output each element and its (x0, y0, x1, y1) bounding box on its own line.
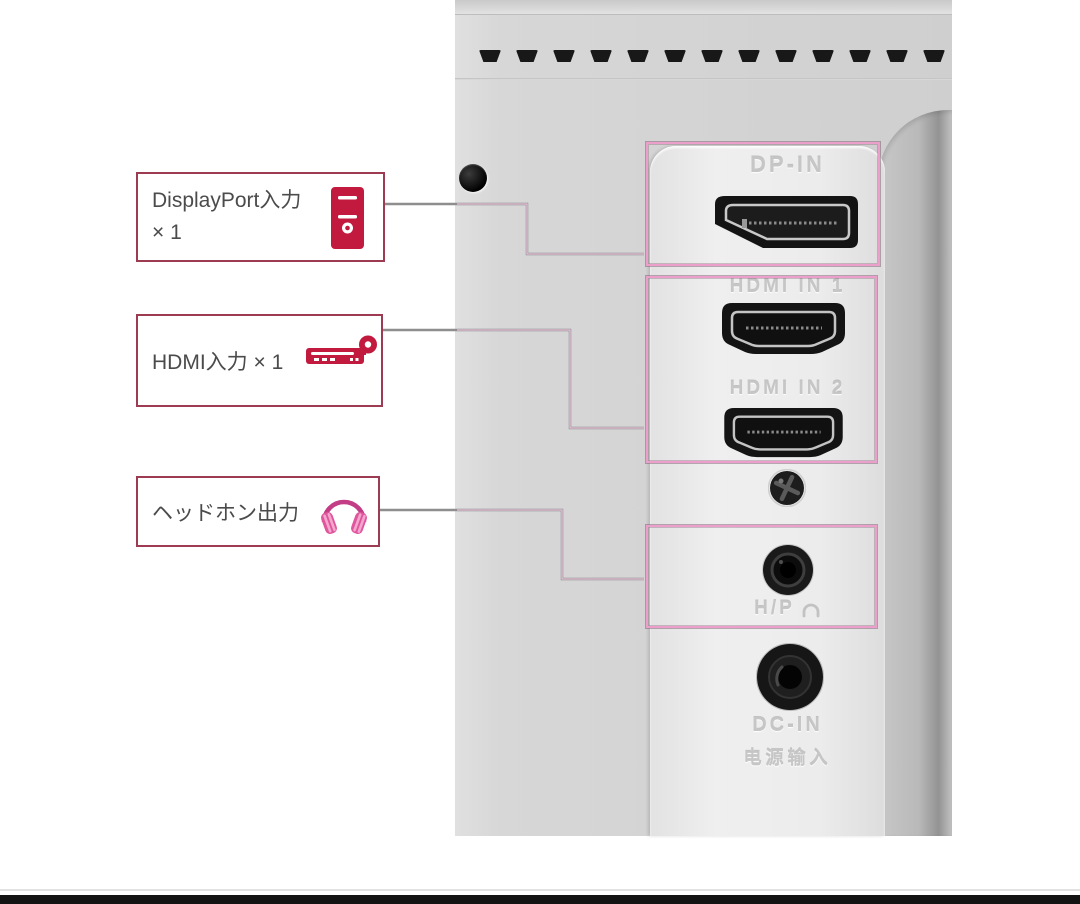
vent-slot (849, 50, 871, 62)
vent-slot (664, 50, 686, 62)
vesa-screw-hole (459, 164, 487, 192)
vent-slot (627, 50, 649, 62)
dc-in-embossed-label: DC-IN (752, 714, 823, 736)
vent-slot (701, 50, 723, 62)
hdmi-cable-icon (306, 335, 377, 364)
callout-headphone-line1: ヘッドホン出力 (152, 501, 299, 525)
headphone-jack (762, 544, 814, 596)
vent-slots (479, 50, 945, 62)
bottom-light-divider (0, 889, 1080, 891)
callout-displayport-line1: DisplayPort入力 (152, 189, 302, 212)
panel-screw (768, 469, 806, 507)
vent-slot (738, 50, 760, 62)
dp-in-embossed-label: DP-IN (750, 152, 825, 177)
vent-slot (479, 50, 501, 62)
vent-slot (516, 50, 538, 62)
vent-slot (923, 50, 945, 62)
port-panel: DP-IN HDMI IN 1 HDMI IN 2 (650, 146, 885, 836)
highlight-box-dp (646, 142, 880, 266)
dc-in-jack (756, 643, 824, 711)
monitor-back-photo: DP-IN HDMI IN 1 HDMI IN 2 (455, 0, 952, 836)
callout-hdmi-line1: HDMI入力 × 1 (152, 350, 284, 374)
vent-ridge (455, 78, 952, 80)
displayport-connector (715, 196, 858, 248)
cable-channel-recess (878, 110, 952, 836)
headphone-embossed-label: H/P (690, 598, 885, 620)
hdmi-in-2-embossed-label: HDMI IN 2 (729, 378, 846, 399)
headphone-symbol-icon (802, 603, 820, 617)
vent-slot (886, 50, 908, 62)
highlight-box-headphone (646, 525, 877, 628)
displayport-tower-icon (331, 187, 364, 249)
hdmi-connector-1 (722, 303, 845, 354)
vent-slot (553, 50, 575, 62)
monitor-top-edge (455, 0, 952, 15)
hdmi-in-1-embossed-label: HDMI IN 1 (729, 276, 846, 297)
callout-displayport-line2: × 1 (152, 220, 182, 244)
vent-slot (775, 50, 797, 62)
callout-hdmi: HDMI入力 × 1 (136, 314, 383, 407)
hdmi-connector-2 (724, 408, 843, 458)
vent-slot (590, 50, 612, 62)
headphones-icon (321, 499, 367, 534)
callout-headphone: ヘッドホン出力 (136, 476, 380, 547)
vent-slot (812, 50, 834, 62)
hp-text: H/P (754, 598, 795, 619)
highlight-box-hdmi (646, 276, 877, 463)
callout-displayport: DisplayPort入力 × 1 (136, 172, 385, 262)
dc-in-chinese-embossed-label: 电源输入 (743, 748, 832, 768)
bottom-dark-divider (0, 895, 1080, 904)
